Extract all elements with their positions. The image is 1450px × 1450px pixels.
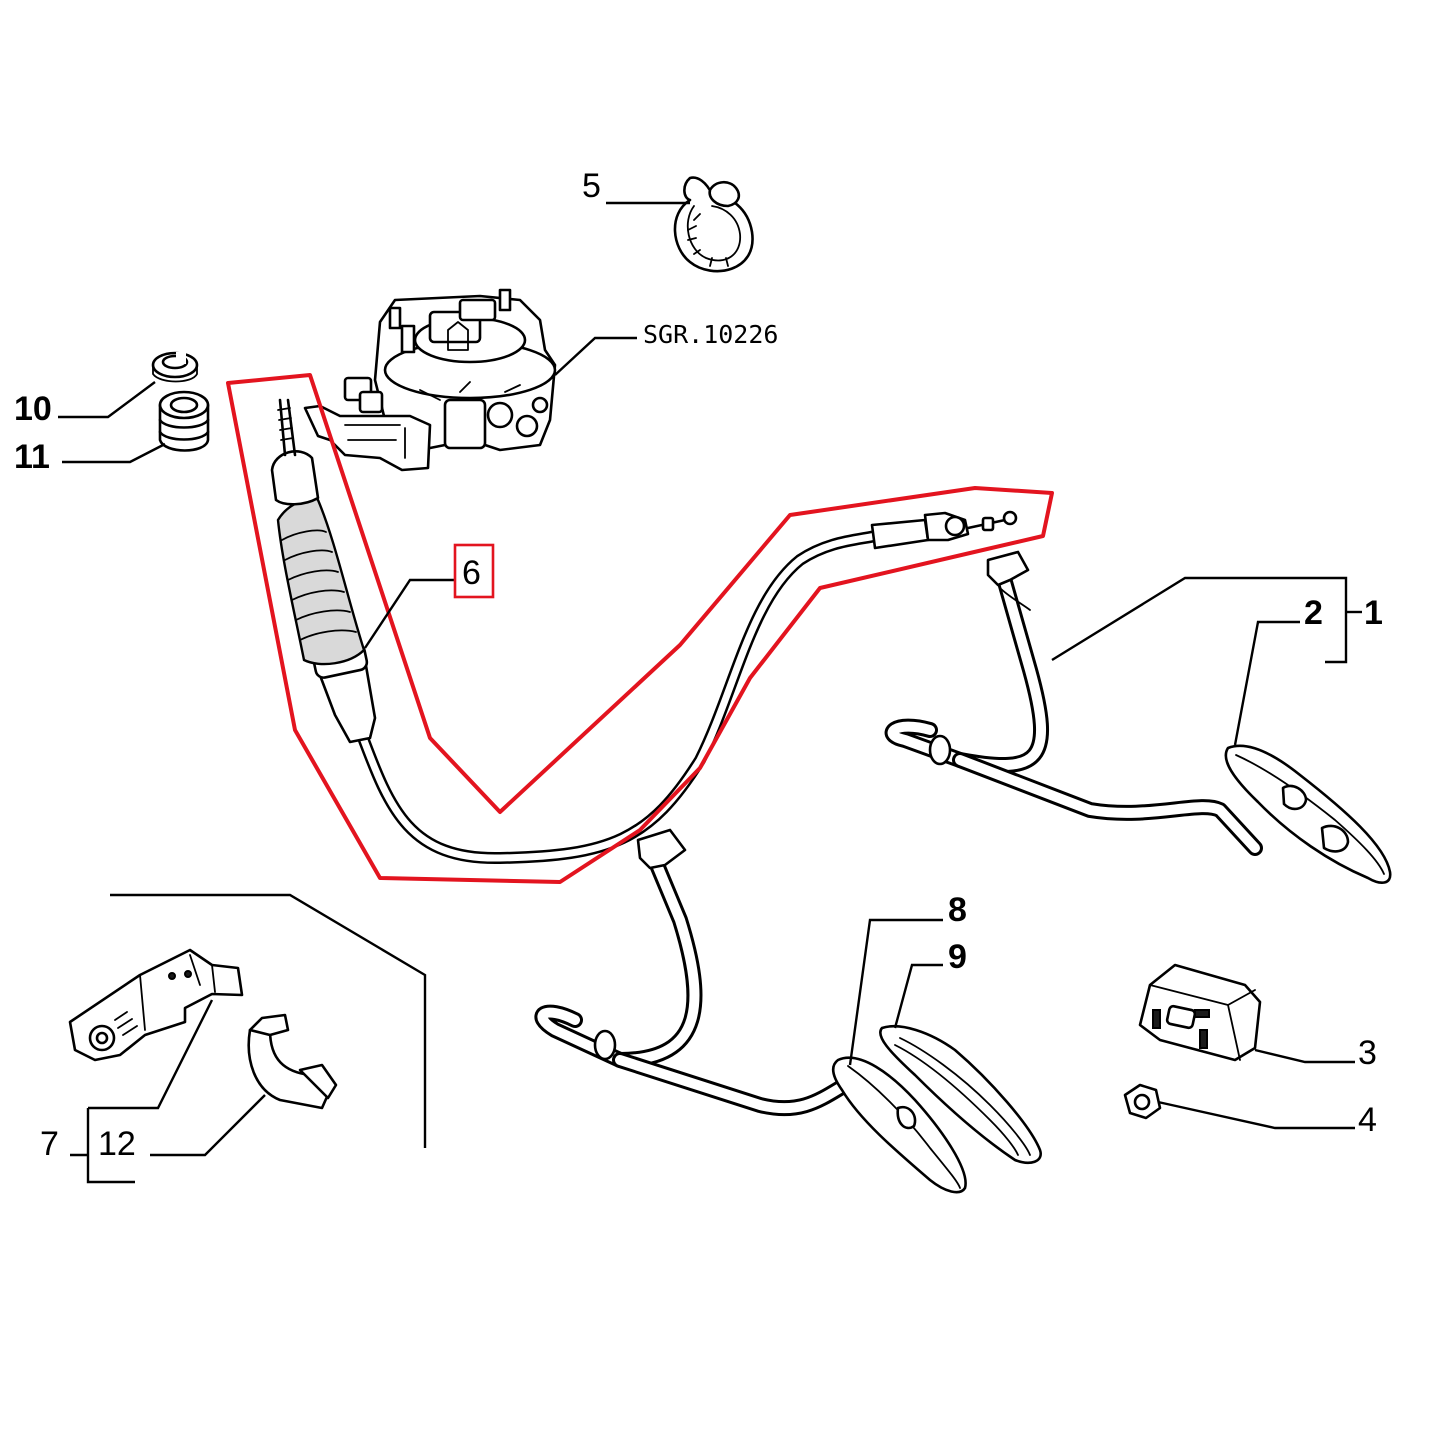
callout-9: 9: [948, 938, 967, 976]
part-6-highlight-outline: [226, 373, 1054, 884]
callout-7: 7: [40, 1125, 59, 1163]
callout-10: 10: [14, 390, 52, 428]
carburettor-assembly: [303, 288, 557, 472]
part-2-pedal-pad-upper: [1224, 744, 1392, 884]
part-10-circlip: [151, 351, 199, 383]
part-1-pedal-assembly-upper: [884, 550, 1263, 856]
part-5-hose-clamp: [673, 176, 754, 273]
part-12-bracket: [68, 948, 244, 1062]
callout-3: 3: [1358, 1034, 1377, 1072]
part-6-accelerator-cable: [270, 398, 1018, 865]
callout-1: 1: [1364, 594, 1383, 632]
part-8-pedal-pad-lower: [831, 1056, 967, 1194]
callout-2: 2: [1304, 594, 1323, 632]
part-9-pedal-pad-cover: [879, 1024, 1042, 1164]
callout-12: 12: [98, 1125, 136, 1163]
part-11-grommet: [158, 390, 210, 452]
part-3-mounting-pad: [1138, 963, 1262, 1062]
callout-6: 6: [462, 554, 481, 592]
callout-6-highlight-box: [453, 543, 495, 599]
reference-code-label: SGR.10226: [643, 320, 778, 349]
callout-11: 11: [14, 438, 50, 476]
leader-lines: [58, 201, 1362, 1184]
part-4-nut: [1123, 1083, 1162, 1120]
callout-8: 8: [948, 891, 967, 929]
part-12-clip: [247, 1013, 338, 1110]
callout-4: 4: [1358, 1101, 1377, 1139]
callout-5: 5: [582, 167, 601, 205]
pedal-assembly-lower: [534, 828, 853, 1117]
